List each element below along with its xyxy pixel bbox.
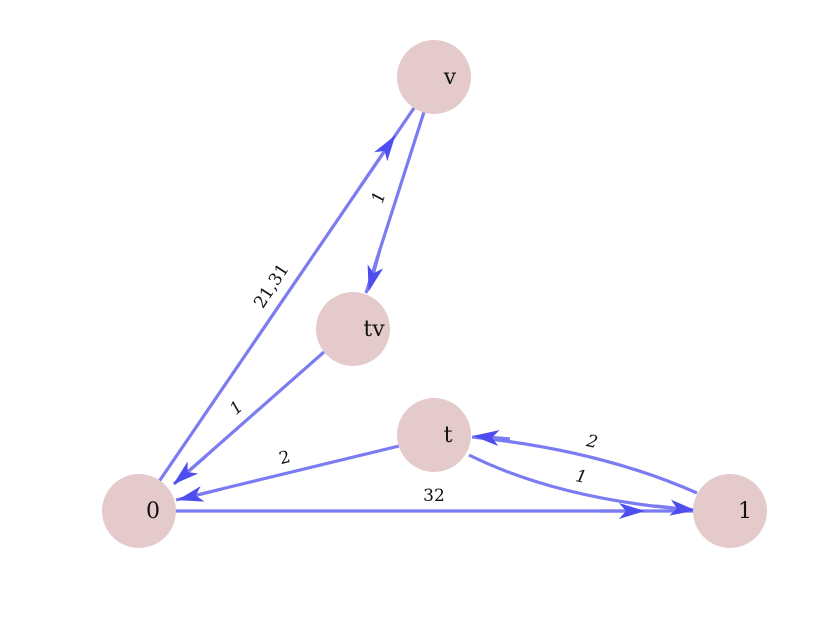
edge-t-to-0-arrow <box>177 486 223 502</box>
edge-label-0-to-v: 21,31 <box>250 260 293 312</box>
node-1-circle <box>693 474 767 548</box>
node-v: v <box>397 40 471 114</box>
edge-tv-to-0-arrow <box>173 455 207 485</box>
node-tv-label: tv <box>363 317 385 342</box>
node-v-label: v <box>443 65 457 90</box>
edge-0-to-v-arrow <box>358 135 396 188</box>
edge-label-1-to-t: 2 <box>584 431 600 453</box>
edge-label-t-to-1: 1 <box>574 466 589 488</box>
node-v-circle <box>397 40 471 114</box>
edge-label-v-to-tv: 1 <box>368 189 390 205</box>
edge-v-to-tv-arrow <box>367 248 384 292</box>
node-0-label: 0 <box>146 499 160 524</box>
node-tv-circle <box>316 292 390 366</box>
edge-t-to-1-arrow <box>654 499 696 516</box>
node-t-label: t <box>444 423 453 448</box>
edge-label-0-to-1: 32 <box>423 486 445 506</box>
node-1-label: 1 <box>738 499 752 524</box>
node-1: 1 <box>693 474 767 548</box>
node-t-circle <box>397 398 471 472</box>
edge-label-tv-to-0: 1 <box>226 397 247 419</box>
nodes: v tv t 0 1 <box>102 40 767 548</box>
node-0-circle <box>102 474 176 548</box>
edge-1-to-t-arrow <box>473 430 511 447</box>
node-t: t <box>397 398 471 472</box>
edges <box>156 107 698 519</box>
node-0: 0 <box>102 474 176 548</box>
node-tv: tv <box>316 292 390 366</box>
edge-label-t-to-0: 2 <box>277 447 292 469</box>
edge-1-to-t <box>471 435 698 495</box>
